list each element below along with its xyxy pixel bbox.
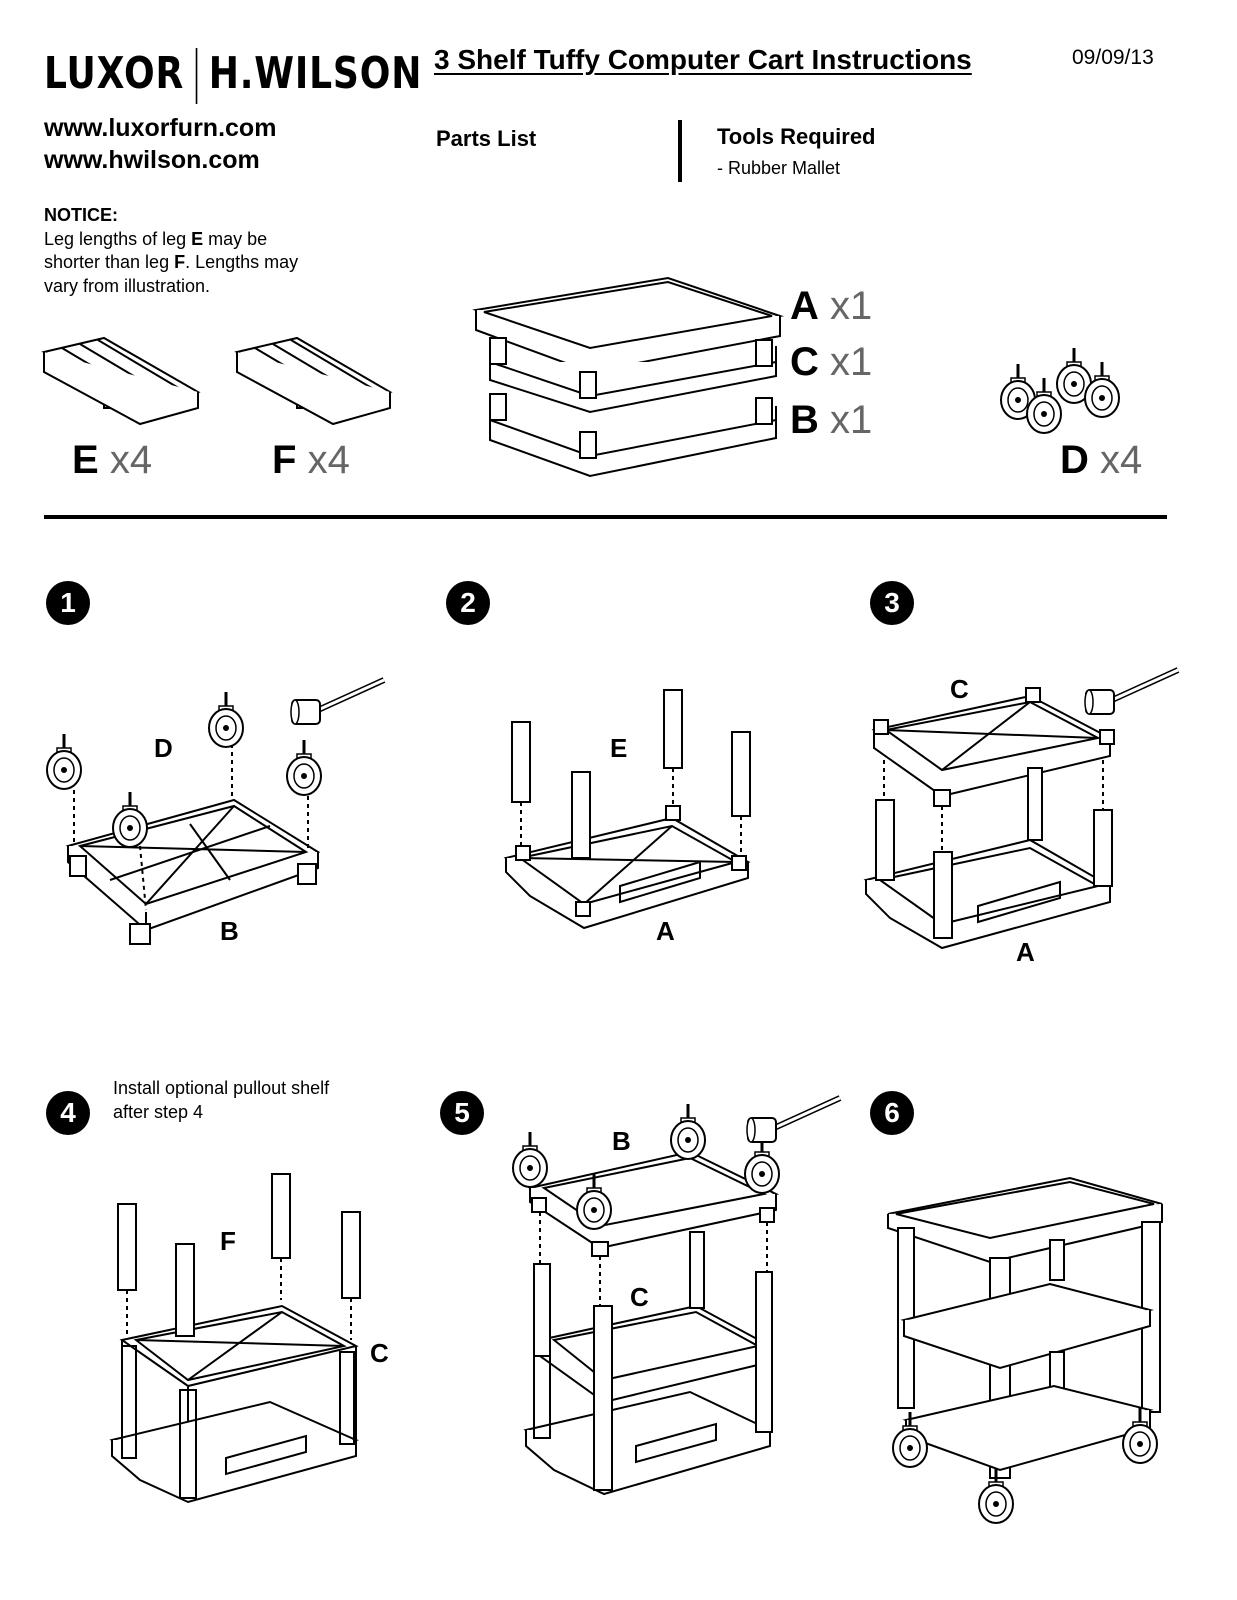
step-2-badge: 2 [446, 581, 490, 625]
notice-text-2: may be shorter than leg [44, 228, 268, 273]
step5-label-c: C [630, 1282, 649, 1312]
tools-heading: Tools Required [717, 124, 876, 149]
part-c-label: C x1 [790, 340, 873, 384]
brand-luxor: LUXOR [44, 48, 185, 99]
leg-f-parts [234, 336, 393, 426]
step-4-badge: 4 [46, 1091, 90, 1135]
part-b-label: B x1 [790, 398, 873, 442]
section-divider [44, 515, 1167, 519]
tool-item-rubber-mallet: - Rubber Mallet [717, 158, 841, 178]
leg-e-parts [41, 336, 201, 426]
parts-list-heading: Parts List [436, 126, 537, 151]
header-divider [678, 120, 682, 182]
part-e-label: E x4 [72, 438, 153, 482]
step5-label-b: B [612, 1126, 631, 1156]
step3-label-c: C [950, 674, 969, 704]
notice-block: NOTICE: Leg lengths of leg E may be shor… [44, 204, 314, 298]
step-3-badge: 3 [870, 581, 914, 625]
step-4-note: Install optional pullout shelf after ste… [113, 1078, 330, 1122]
part-d-label: D x4 [1060, 438, 1143, 482]
notice-leg-e: E [191, 228, 204, 249]
step1-label-b: B [220, 916, 239, 946]
step-1-badge: 1 [46, 581, 90, 625]
caster-parts [999, 346, 1121, 435]
page-title: 3 Shelf Tuffy Computer Cart Instructions [434, 44, 972, 75]
part-f-label: F x4 [272, 438, 350, 482]
step1-illustration [65, 744, 321, 945]
notice-heading: NOTICE: [44, 205, 118, 225]
step6-illustration [887, 1176, 1163, 1479]
notice-text-3: . Lengths may vary from illustration. [44, 252, 299, 296]
step-6-badge: 6 [870, 1091, 914, 1135]
website-list: www.luxorfurn.com www.hwilson.com [44, 112, 276, 176]
step2-label-e: E [610, 733, 628, 763]
step3-illustration [863, 687, 1115, 950]
part-a-label: A x1 [790, 284, 873, 328]
step3-label-a: A [1016, 937, 1035, 967]
brand-hwilson: H.WILSON [208, 48, 423, 99]
step4-label-f: F [220, 1226, 236, 1256]
notice-text-1: Leg lengths of leg [44, 228, 192, 249]
brand-logo: LUXOR H.WILSON [44, 44, 422, 104]
website-link-luxor[interactable]: www.luxorfurn.com [44, 114, 277, 142]
step4-illustration [109, 1173, 361, 1504]
document-date: 09/09/13 [1072, 46, 1154, 69]
step4-label-c: C [370, 1338, 389, 1368]
step1-label-d: D [154, 733, 173, 763]
notice-leg-f: F [174, 252, 186, 272]
website-link-hwilson[interactable]: www.hwilson.com [44, 146, 260, 174]
step2-illustration [503, 689, 751, 930]
step-5-badge: 5 [440, 1091, 484, 1135]
shelf-stack-parts [472, 276, 784, 478]
logo-divider [195, 48, 198, 104]
step5-illustration [523, 1150, 780, 1496]
step2-label-a: A [656, 916, 675, 946]
